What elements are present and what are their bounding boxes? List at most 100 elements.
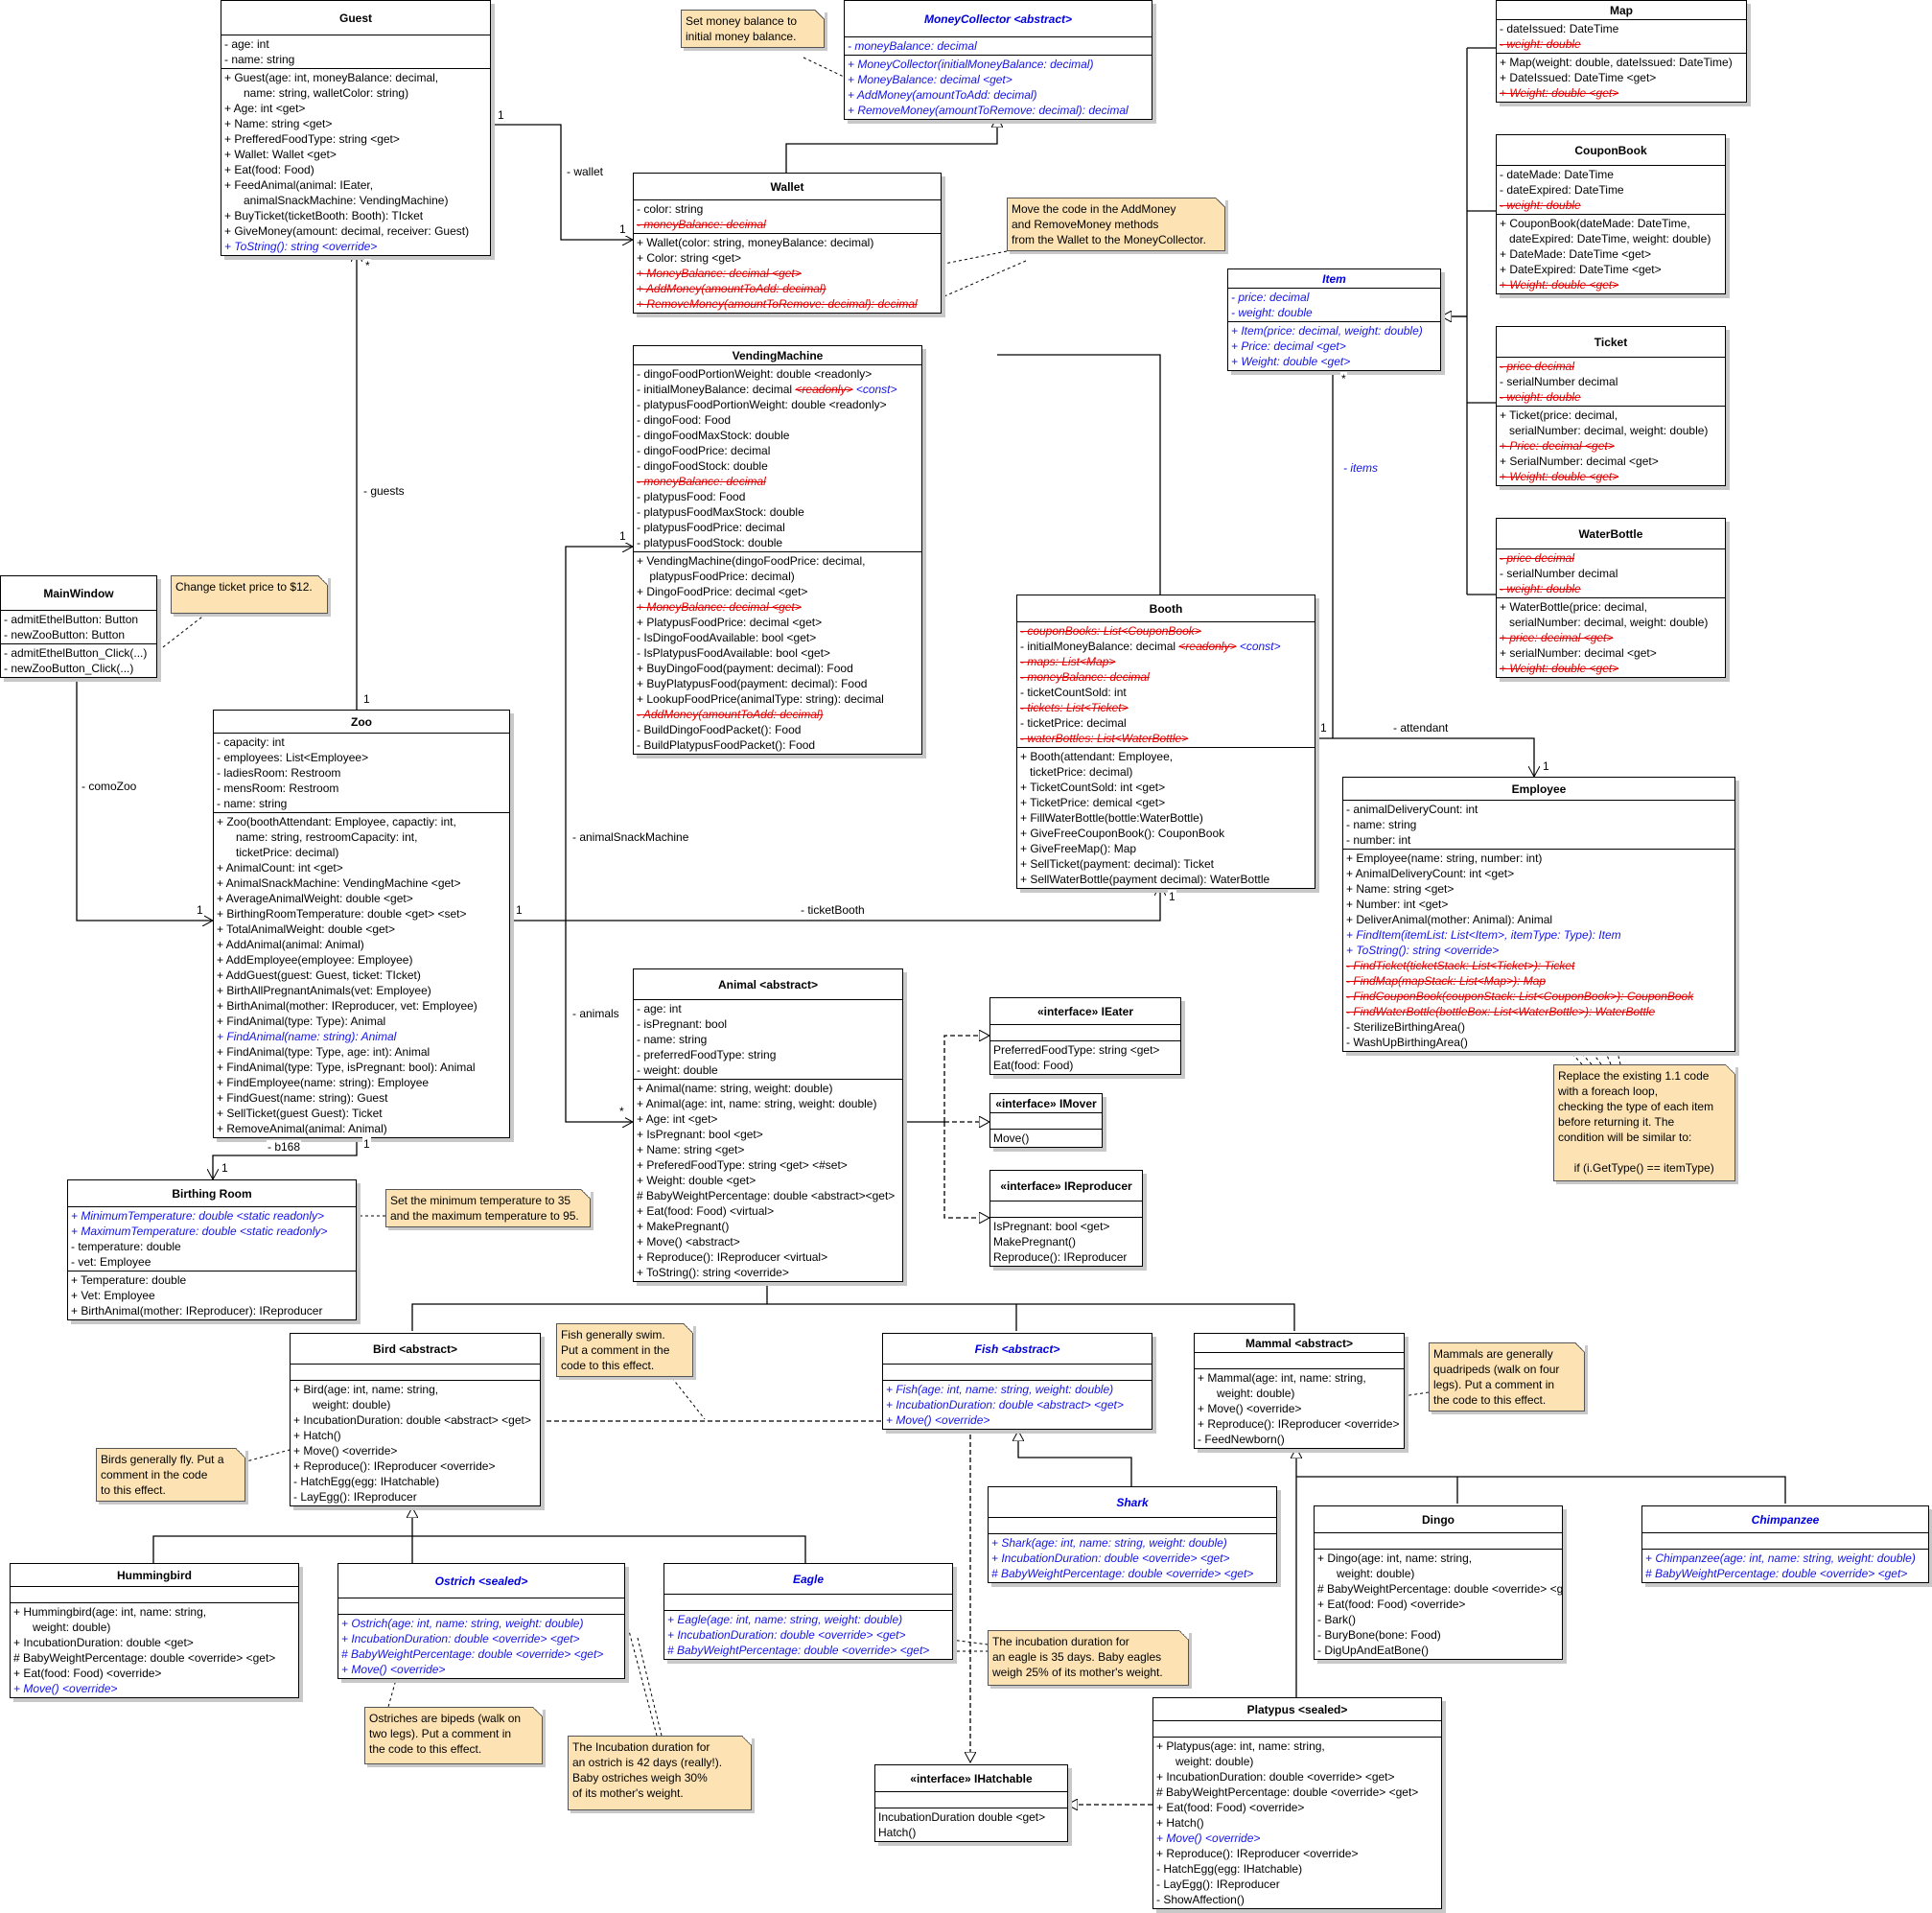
class-birthingroom[interactable]: Birthing Room+ MinimumTemperature: doubl… <box>67 1179 357 1320</box>
attributes-compartment: - dateMade: DateTime- dateExpired: DateT… <box>1497 166 1725 215</box>
class-ostrich[interactable]: Ostrich <sealed>+ Ostrich(age: int, name… <box>338 1563 625 1679</box>
member-text: + serialNumber: decimal <get> <box>1500 646 1657 660</box>
note-ostrich-bipeds: Ostriches are bipeds (walk on two legs).… <box>364 1707 543 1764</box>
attribute: - dingoFood: Food <box>637 412 921 428</box>
class-mainwindow[interactable]: MainWindow- admitEthelButton: Button- ne… <box>0 575 157 678</box>
class-title: Shark <box>989 1487 1276 1518</box>
member-text: weight: double) <box>1198 1387 1295 1400</box>
member-text: name: string, walletColor: string) <box>224 86 409 100</box>
operations-compartment: + Map(weight: double, dateIssued: DateTi… <box>1497 54 1746 102</box>
removed-modifier: <readonly> <box>795 383 853 396</box>
operation: + FindEmployee(name: string): Employee <box>217 1075 509 1090</box>
assoc-mainwindow-zoo <box>76 671 213 921</box>
attributes-compartment <box>875 1792 1067 1808</box>
member-text: + Move() <override> <box>1198 1402 1302 1415</box>
class-eagle[interactable]: Eagle+ Eagle(age: int, name: string, wei… <box>663 1563 953 1660</box>
class-animal[interactable]: Animal <abstract>- age: int- isPregnant:… <box>633 968 903 1282</box>
member-text: - dateMade: DateTime <box>1500 168 1614 181</box>
attribute: - platypusFoodPrice: decimal <box>637 520 921 535</box>
operation: + Fish(age: int, name: string, weight: d… <box>886 1382 1152 1397</box>
class-ticket[interactable]: Ticket- price decimal- serialNumber deci… <box>1496 326 1726 486</box>
member-text: + ToString(): string <override> <box>224 240 378 253</box>
class-zoo[interactable]: Zoo- capacity: int- employees: List<Empl… <box>213 710 510 1138</box>
class-map[interactable]: Map- dateIssued: DateTime- weight: doubl… <box>1496 0 1747 103</box>
operation: + AnimalSnackMachine: VendingMachine <ge… <box>217 875 509 891</box>
attribute: - weight: double <box>1500 581 1725 596</box>
member-text: + Move() <override> <box>1156 1831 1261 1845</box>
operation: + Chimpanzee(age: int, name: string, wei… <box>1645 1551 1928 1566</box>
class-employee[interactable]: Employee- animalDeliveryCount: int- name… <box>1342 777 1735 1052</box>
operation: serialNumber: decimal, weight: double) <box>1500 423 1725 438</box>
attribute: - name: string <box>217 796 509 811</box>
note-money-balance: Set money balance to initial money balan… <box>681 10 825 48</box>
note-eagle-incubation: The incubation duration for an eagle is … <box>988 1630 1189 1686</box>
note-link-moneybalance <box>803 57 845 78</box>
class-bird[interactable]: Bird <abstract>+ Bird(age: int, name: st… <box>290 1333 541 1506</box>
operation: + Booth(attendant: Employee, <box>1020 749 1315 764</box>
member-text: + CouponBook(dateMade: DateTime, <box>1500 217 1690 230</box>
operation: + Move() <override> <box>13 1681 298 1696</box>
operation: # BabyWeightPercentage: double <override… <box>1645 1566 1928 1581</box>
operations-compartment: + Fish(age: int, name: string, weight: d… <box>883 1381 1152 1429</box>
multiplicity: 1 <box>1168 890 1176 903</box>
member-text: - HatchEgg(egg: IHatchable) <box>293 1475 440 1488</box>
operation: - LayEgg(): IReproducer <box>293 1489 540 1505</box>
class-guest[interactable]: Guest- age: int- name: string+ Guest(age… <box>221 0 491 256</box>
operation: + PrefferedFoodType: string <get> <box>224 131 490 147</box>
member-text: + FillWaterBottle(bottle:WaterBottle) <box>1020 811 1203 825</box>
operation: + FindGuest(name: string): Guest <box>217 1090 509 1106</box>
member-text: - moneyBalance: decimal <box>637 475 766 488</box>
class-title: VendingMachine <box>634 346 921 365</box>
attribute: - weight: double <box>637 1062 902 1078</box>
member-text: weight: double) <box>293 1398 391 1411</box>
member-text: - DigUpAndEatBone() <box>1317 1644 1430 1657</box>
member-text: - BuildDingoFoodPacket(): Food <box>637 723 802 736</box>
operations-compartment: IsPregnant: bool <get>MakePregnant()Repr… <box>990 1218 1142 1266</box>
member-text: - admitEthelButton_Click(...) <box>4 646 148 660</box>
member-text: + PlatypusFoodPrice: decimal <get> <box>637 616 823 629</box>
operation: name: string, walletColor: string) <box>224 85 490 101</box>
class-title: Animal <abstract> <box>634 969 902 1000</box>
operation: + Age: int <get> <box>637 1111 902 1127</box>
attributes-compartment: - age: int- name: string <box>221 35 490 69</box>
member-text: - AddMoney(amountToAdd: decimal) <box>637 708 824 721</box>
class-shark[interactable]: Shark+ Shark(age: int, name: string, wei… <box>988 1486 1277 1583</box>
class-vendingmachine[interactable]: VendingMachine- dingoFoodPortionWeight: … <box>633 345 922 755</box>
class-chimpanzee[interactable]: Chimpanzee+ Chimpanzee(age: int, name: s… <box>1641 1505 1929 1583</box>
class-platypus[interactable]: Platypus <sealed>+ Platypus(age: int, na… <box>1152 1697 1442 1909</box>
member-text: - waterBottles: List<WaterBottle> <box>1020 732 1189 745</box>
operation: + Ostrich(age: int, name: string, weight… <box>341 1616 624 1631</box>
operations-compartment: + Temperature: double+ Vet: Employee+ Bi… <box>68 1271 356 1319</box>
operation: + Animal(name: string, weight: double) <box>637 1081 902 1096</box>
class-wallet[interactable]: Wallet- color: string- moneyBalance: dec… <box>633 173 942 314</box>
class-item[interactable]: Item- price: decimal- weight: double+ It… <box>1227 268 1441 371</box>
attributes-compartment <box>990 1113 1102 1130</box>
operation: + Weight: double <get> <box>1500 277 1725 292</box>
class-dingo[interactable]: Dingo+ Dingo(age: int, name: string, wei… <box>1314 1505 1563 1660</box>
multiplicity: 1 <box>618 222 627 236</box>
member-text: dateExpired: DateTime, weight: double) <box>1500 232 1711 245</box>
member-text: + Weight: double <get> <box>1231 355 1351 368</box>
class-hummingbird[interactable]: Hummingbird+ Hummingbird(age: int, name:… <box>10 1563 299 1698</box>
member-text: - platypusFoodPortionWeight: double <rea… <box>637 398 887 411</box>
class-waterbottle[interactable]: WaterBottle- price decimal- serialNumber… <box>1496 518 1726 678</box>
class-booth[interactable]: Booth- couponBooks: List<CouponBook>- in… <box>1016 595 1315 889</box>
operations-compartment: + Animal(name: string, weight: double) + … <box>634 1080 902 1281</box>
class-moneycollector[interactable]: MoneyCollector <abstract>- moneyBalance:… <box>844 0 1152 120</box>
member-text: + RemoveMoney(amountToRemove: decimal): … <box>848 104 1129 117</box>
operation: name: string, restroomCapacity: int, <box>217 829 509 845</box>
operation: + IncubationDuration: double <abstract> … <box>293 1412 540 1428</box>
attribute: + MaximumTemperature: double <static rea… <box>71 1224 356 1239</box>
class-mammal[interactable]: Mammal <abstract>+ Mammal(age: int, name… <box>1194 1333 1405 1449</box>
class-couponbook[interactable]: CouponBook- dateMade: DateTime- dateExpi… <box>1496 134 1726 294</box>
class-fish[interactable]: Fish <abstract>+ Fish(age: int, name: st… <box>882 1333 1152 1430</box>
gen-items-item <box>1441 47 1496 595</box>
member-text: ticketPrice: decimal) <box>217 846 339 859</box>
member-text: IsPregnant: bool <get> <box>993 1220 1110 1233</box>
operation: + Wallet(color: string, moneyBalance: de… <box>637 235 941 250</box>
operation: + Eat(food: Food) <override> <box>1156 1800 1441 1815</box>
